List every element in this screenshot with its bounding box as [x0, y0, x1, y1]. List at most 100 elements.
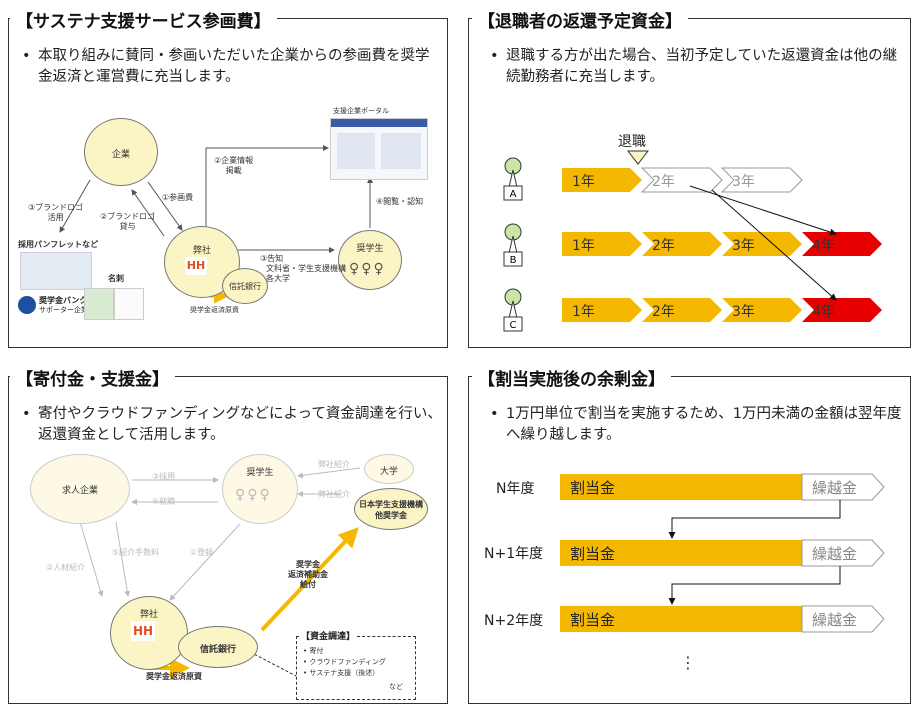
step-3-logo-label: ③ブランドロゴ 活用	[28, 203, 83, 223]
row-c-year2-chevron	[642, 298, 722, 322]
grant-line3: 給付	[300, 580, 316, 589]
year-label-n: N年度	[496, 481, 534, 497]
hh-logo-2: HH	[131, 621, 155, 641]
row-c-year3-chevron	[722, 298, 802, 322]
funding-item-2: • クラウドファンディング	[303, 658, 386, 666]
scholar-people-icon: ♀♀♀	[349, 261, 386, 277]
funding-item-3-text: サステナ支援（後述）	[309, 669, 380, 677]
retire-label: 退職	[618, 134, 646, 150]
row-b-year4-chevron	[802, 232, 882, 256]
funding-item-1-text: 寄付	[309, 647, 324, 655]
register-label: ①登録	[190, 548, 214, 557]
pamphlet-label: 採用パンフレットなど	[18, 240, 99, 249]
funding-item-2-text: クラウドファンディング	[309, 658, 386, 666]
row-b-year4-label: 4年	[812, 238, 835, 254]
portal-content-block	[337, 133, 375, 169]
row-c-year2-label: 2年	[652, 304, 675, 320]
bullet-text: 1万円単位で割当を実施するため、1万円未満の金額は翌年度へ繰り越します。	[506, 406, 902, 443]
funding-item-3: • サステナ支援（後述）	[303, 669, 380, 677]
step-2-logo-label: ②ブランドロゴ 貸与	[100, 212, 155, 232]
step-3-notice-line3: 各大学	[266, 274, 290, 283]
scholar-circle: 奨学生 ♀♀♀	[338, 230, 402, 290]
row-a-year2-chevron	[640, 167, 723, 193]
bullet-text: 本取り組みに賛同・参画いただいた企業からの参画費を奨学金返済と運営費に充当します…	[38, 48, 430, 85]
row-a-year3-chevron	[720, 167, 803, 193]
jasso-line2: 他奨学金	[375, 511, 407, 520]
our-company-circle-2: 弊社 HH	[110, 596, 188, 670]
carry-label-n1: 繰越金	[812, 545, 857, 563]
repay-fund-label: 奨学金返済原資	[190, 306, 239, 314]
funding-item-1: • 寄付	[303, 647, 324, 655]
university-label: 大学	[379, 467, 398, 477]
step-2-portal-label: ②企業情報 掲載	[214, 156, 253, 176]
person-a-icon: A	[503, 157, 523, 201]
our-company-label: 弊社	[192, 246, 211, 256]
step-3-logo-line2: 活用	[47, 213, 64, 222]
person-b-icon: B	[503, 223, 523, 267]
row-a-year1-chevron	[562, 168, 642, 192]
year-label-n1: N+1年度	[484, 546, 543, 562]
logo-line2: サポーター企業	[39, 306, 88, 314]
bullet-sustena-fee: • 本取り組みに賛同・参画いただいた企業からの参画費を奨学金返済と運営費に充当し…	[22, 46, 438, 88]
alloc-label-n1: 割当金	[570, 545, 615, 563]
bullet-retiree-funds: • 退職する方が出た場合、当初予定していた返還資金は他の継続勤務者に充当します。	[490, 46, 902, 88]
panel-title-retiree-funds: 【退職者の返還予定資金】	[472, 7, 688, 32]
company-circle: 企業	[84, 118, 158, 186]
row-b-year3-label: 3年	[732, 238, 755, 254]
business-card-image-2	[114, 288, 144, 320]
scholar-circle-2: 奨学生 ♀♀♀	[222, 454, 298, 524]
row-c-year1-chevron	[562, 298, 642, 322]
person-a-letter: A	[510, 189, 517, 200]
business-card-image-1	[84, 288, 114, 320]
retire-marker	[626, 150, 650, 165]
step-3-notice-line2: 文科省・学生支援機構	[266, 264, 346, 273]
company-label: 企業	[111, 150, 130, 160]
scholar-label: 奨学生	[356, 244, 384, 254]
alloc-bar-n2	[560, 606, 802, 632]
scholarship-bank-logo: 奨学金バンク サポーター企業	[18, 294, 90, 318]
bullet-donations: • 寄付やクラウドファンディングなどによって資金調達を行い、返還資金として活用し…	[22, 404, 442, 446]
jasso-line1: 日本学生支援機構	[359, 500, 423, 509]
recruiter-label: 求人企業	[61, 486, 98, 496]
recruiter-circle: 求人企業	[30, 454, 130, 524]
jasso-circle: 日本学生支援機構 他奨学金	[354, 488, 428, 530]
row-a-year1-label: 1年	[572, 174, 595, 190]
job-label: ④就職	[152, 497, 176, 506]
panel-title-donations: 【寄付金・支援金】	[10, 365, 175, 390]
logo-line1: 奨学金バンク	[39, 296, 88, 305]
student-intro-label-1: 弊社紹介	[318, 460, 350, 469]
funding-etc: など	[389, 683, 403, 691]
carry-label-n2: 繰越金	[812, 611, 857, 629]
university-circle: 大学	[364, 454, 414, 484]
bullet-text: 退職する方が出た場合、当初予定していた返還資金は他の継続勤務者に充当します。	[506, 48, 898, 85]
step-2-logo-line2: 貸与	[119, 222, 136, 231]
scholar-label-2: 奨学生	[246, 468, 274, 478]
step-4-label: ④閲覧・認知	[376, 197, 424, 206]
trust-bank-circle-2: 信託銀行	[178, 626, 258, 668]
year-label-n2: N+2年度	[484, 613, 543, 629]
row-b-year1-chevron	[562, 232, 642, 256]
grant-label: 奨学金 返済補助金 給付	[288, 560, 328, 590]
grant-line2: 返済補助金	[288, 570, 328, 579]
bullet-surplus: • 1万円単位で割当を実施するため、1万円未満の金額は翌年度へ繰り越します。	[490, 404, 902, 446]
scholar-people-icon-2: ♀♀♀	[235, 487, 272, 503]
bullet-dot: •	[22, 406, 31, 422]
hire-label: ③採用	[152, 472, 176, 481]
reallocate-arrow-c	[711, 189, 837, 301]
row-a-year2-label: 2年	[652, 174, 675, 190]
panel-title-surplus: 【割当実施後の余剰金】	[472, 365, 671, 390]
step-2-portal-line2: 掲載	[225, 166, 242, 175]
row-b-year1-label: 1年	[572, 238, 595, 254]
step-3-notice-line1: ③告知	[260, 254, 284, 263]
carry-chevron-n	[801, 473, 885, 501]
scholarship-bank-logo-mark	[18, 296, 36, 314]
reallocate-arrow-b	[689, 185, 837, 236]
student-intro-label-2: 弊社紹介	[318, 490, 350, 499]
our-company-label-2: 弊社	[139, 610, 158, 620]
carry-arrow-n1	[668, 566, 841, 605]
introduce-label: ②人材紹介	[46, 563, 86, 572]
fee-label: ⑤紹介手数料	[112, 548, 160, 557]
repay-fund-label-2: 奨学金返済原資	[146, 672, 202, 681]
alloc-label-n2: 割当金	[570, 611, 615, 629]
